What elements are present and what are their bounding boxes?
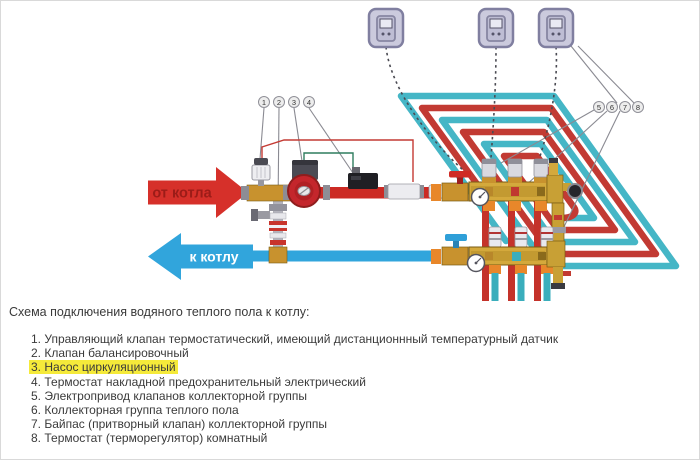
legend: Схема подключения водяного теплого пола … <box>1 305 699 446</box>
return-valve-handle <box>445 234 467 241</box>
thermostat-display <box>489 18 503 29</box>
to-boiler-arrow-head <box>148 233 181 280</box>
supply-pipe <box>239 187 445 199</box>
room-thermostat-2 <box>477 7 515 49</box>
supply-ball-valve <box>441 182 469 202</box>
room-thermostats <box>367 7 575 49</box>
room-thermostat-3 <box>537 7 575 49</box>
from-boiler-label: от котла <box>152 186 212 202</box>
room-thermostat-1 <box>367 7 405 49</box>
legend-item-8: 8. Термостат (терморегулятор) комнатный <box>31 431 268 446</box>
return-ball-valve <box>441 246 469 266</box>
legend-item-4: 4. Термостат накладной предохранительный… <box>31 374 366 389</box>
safety-thermostat <box>348 167 378 189</box>
callout-5: 5 <box>597 103 601 112</box>
return-pipe <box>251 250 441 262</box>
supply-valve-handle <box>449 171 471 178</box>
heating-diagram: от котла к котлу <box>148 7 680 301</box>
legend-title: Схема подключения водяного теплого пола … <box>9 305 310 319</box>
callout-7: 7 <box>623 103 627 112</box>
callout-2: 2 <box>277 98 281 107</box>
safety-thermostat-wire <box>303 152 354 171</box>
circulation-pump <box>283 160 330 208</box>
balancing-valve-bypass <box>251 197 288 264</box>
thermostat-display <box>379 18 393 29</box>
callout-badges: 1 2 3 4 5 6 7 8 <box>258 96 644 113</box>
legend-item-5: 5. Электропривод клапанов коллекторной г… <box>31 388 308 403</box>
valve-actuators <box>481 158 549 183</box>
legend-list: 1. Управляющий клапан термостатический, … <box>29 332 699 446</box>
callout-3: 3 <box>292 98 296 107</box>
legend-item-3: 3. Насос циркуляционный <box>29 360 178 375</box>
legend-item-1: 1. Управляющий клапан термостатический, … <box>31 332 559 346</box>
legend-item-6: 6. Коллекторная группа теплого пола <box>31 403 239 418</box>
callout-6: 6 <box>610 103 614 112</box>
manifold-return-drops <box>491 273 551 301</box>
return-line: к котлу <box>148 233 441 280</box>
legend-item-7: 7. Байпас (притворный клапан) коллекторн… <box>31 417 327 432</box>
air-vent-cap <box>549 158 558 163</box>
flow-meters <box>488 226 554 248</box>
callout-1: 1 <box>262 98 266 107</box>
callout-4: 4 <box>307 98 311 107</box>
temp-gauge <box>567 183 583 199</box>
from-boiler-arrow-body <box>148 180 217 205</box>
supply-line: от котла <box>148 167 445 218</box>
return-manifold <box>431 226 571 289</box>
thermostat-display <box>549 18 563 29</box>
supply-manifold <box>431 158 583 211</box>
from-boiler-arrow-head <box>216 167 248 218</box>
drain-valve <box>551 267 571 289</box>
to-boiler-label: к котлу <box>189 249 238 265</box>
to-boiler-arrow-body <box>179 244 253 269</box>
legend-item-2: 2. Клапан балансировочный <box>31 346 189 361</box>
callout-8: 8 <box>636 103 640 112</box>
valve-head-cap <box>254 158 268 165</box>
remote-sensor-wire <box>261 139 414 182</box>
